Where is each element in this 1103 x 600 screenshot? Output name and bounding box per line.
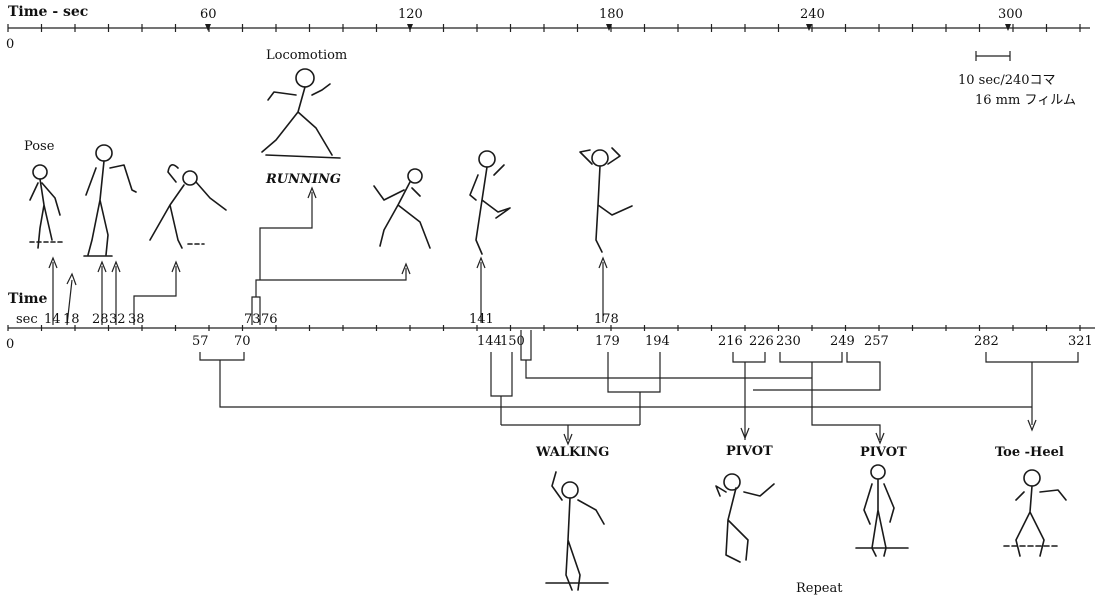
dancer-figure-toe-heel	[1004, 470, 1066, 556]
lower-label-226: 226	[749, 334, 774, 349]
lower-label-57: 57	[192, 334, 209, 349]
lower-upper-label-38: 38	[128, 312, 145, 327]
dancer-figure-running	[262, 69, 340, 158]
lower-label-216: 216	[718, 334, 743, 349]
scale-note-line1: 10 sec/240コマ	[958, 73, 1056, 88]
top-axis-label: Time - sec	[8, 4, 88, 20]
lower-axis-label-time: Time	[8, 291, 48, 307]
lower-arrows	[564, 420, 1036, 444]
top-tick-120: 120	[398, 7, 423, 22]
dancer-figure-pose-2	[84, 145, 136, 256]
dancer-figure-locomotion-2	[374, 169, 430, 248]
top-tick-240: 240	[800, 7, 825, 22]
lower-label-230: 230	[776, 334, 801, 349]
dancer-figure-pivot-1	[716, 474, 774, 562]
label-locomotion: Locomotiom	[266, 48, 347, 63]
scale-note-line2: 16 mm フィルム	[975, 93, 1076, 108]
lower-label-321: 321	[1068, 334, 1093, 349]
dancer-figure-pivot-2	[856, 465, 908, 556]
lower-upper-label-18: 18	[63, 312, 80, 327]
label-pivot-1: PIVOT	[726, 444, 773, 459]
top-tick-300: 300	[998, 7, 1023, 22]
top-axis-zero: 0	[6, 37, 14, 52]
lower-axis-zero: 0	[6, 337, 14, 352]
dancer-figure-178	[580, 148, 632, 252]
label-pose: Pose	[24, 139, 55, 154]
lower-upper-label-32: 32	[109, 312, 126, 327]
lower-upper-label-73: 73	[244, 312, 261, 327]
label-repeat: Repeat	[796, 581, 843, 596]
lower-upper-label-76: 76	[261, 312, 278, 327]
lower-upper-label-28: 28	[92, 312, 109, 327]
lower-upper-label-141: 141	[469, 312, 494, 327]
dancer-figure-pose-1	[30, 165, 64, 248]
lower-brackets	[200, 330, 1078, 440]
lower-label-194: 194	[645, 334, 670, 349]
lower-label-282: 282	[974, 334, 999, 349]
top-tick-180: 180	[599, 7, 624, 22]
label-pivot-2: PIVOT	[860, 445, 907, 460]
top-tick-60: 60	[200, 7, 217, 22]
scale-bar	[976, 51, 1010, 61]
lower-label-249: 249	[830, 334, 855, 349]
lower-upper-label-14: 14	[44, 312, 61, 327]
lower-upper-label-178: 178	[594, 312, 619, 327]
label-walking: WALKING	[535, 445, 609, 460]
lower-label-179: 179	[595, 334, 620, 349]
lower-label-144: 144	[477, 334, 502, 349]
upper-arrows	[49, 188, 607, 325]
label-running: RUNNING	[265, 172, 341, 187]
dancer-figure-walking	[546, 472, 608, 590]
lower-axis-label-sec: sec	[16, 312, 38, 327]
dancer-figure-141	[470, 151, 510, 254]
lower-label-257: 257	[864, 334, 889, 349]
label-toe-heel: Toe -Heel	[995, 445, 1064, 460]
dancer-figure-pose-3	[150, 165, 226, 248]
lower-label-70: 70	[234, 334, 251, 349]
